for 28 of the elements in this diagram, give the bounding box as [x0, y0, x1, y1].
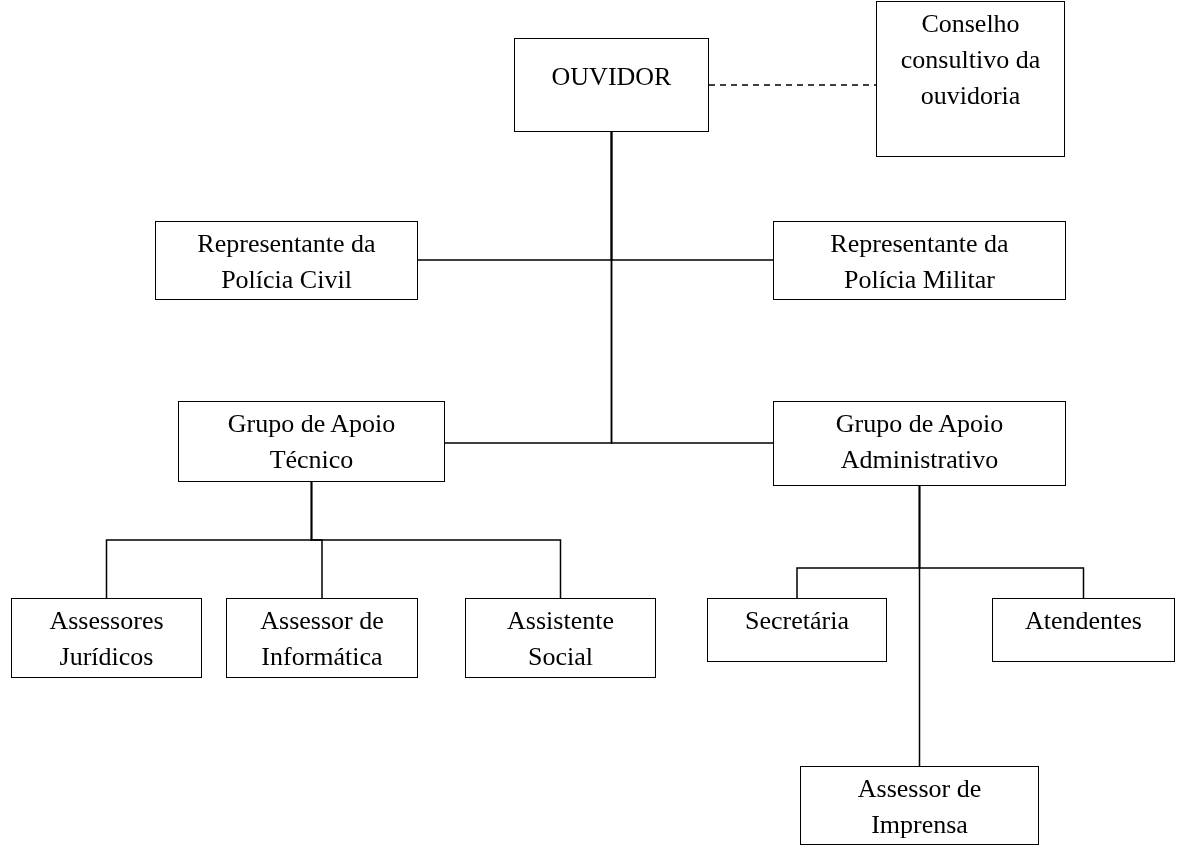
org-box — [992, 598, 1175, 662]
org-box — [800, 766, 1039, 845]
box-label: OUVIDOR — [551, 61, 672, 93]
box-label: Grupo de Apoio Administrativo — [834, 408, 1005, 476]
box-label: Conselho consultivo da ouvidoria — [899, 8, 1042, 112]
box-label: Assessor de Informática — [259, 605, 385, 673]
org-box — [465, 598, 656, 678]
connector-line — [310, 481, 562, 599]
org-box — [178, 401, 445, 482]
org-box — [773, 221, 1066, 300]
box-label: Assessor de Imprensa — [856, 773, 983, 841]
box-label: Grupo de Apoio Técnico — [226, 408, 397, 476]
dashed-connector — [708, 84, 877, 86]
org-box — [707, 598, 887, 662]
box-label: Representante da Polícia Civil — [196, 228, 377, 296]
org-box — [11, 598, 202, 678]
connector-line — [918, 485, 921, 767]
org-box — [155, 221, 418, 300]
box-label: Assistente Social — [506, 605, 615, 673]
box-label: Secretária — [745, 605, 849, 637]
org-box — [226, 598, 418, 678]
box-label: Atendentes — [1025, 605, 1142, 637]
box-label: Representante da Polícia Militar — [829, 228, 1010, 296]
org-box — [773, 401, 1066, 486]
connector-line — [610, 131, 774, 444]
org-box — [514, 38, 709, 132]
box-label: Assessores Jurídicos — [48, 605, 165, 673]
org-box — [876, 1, 1065, 157]
